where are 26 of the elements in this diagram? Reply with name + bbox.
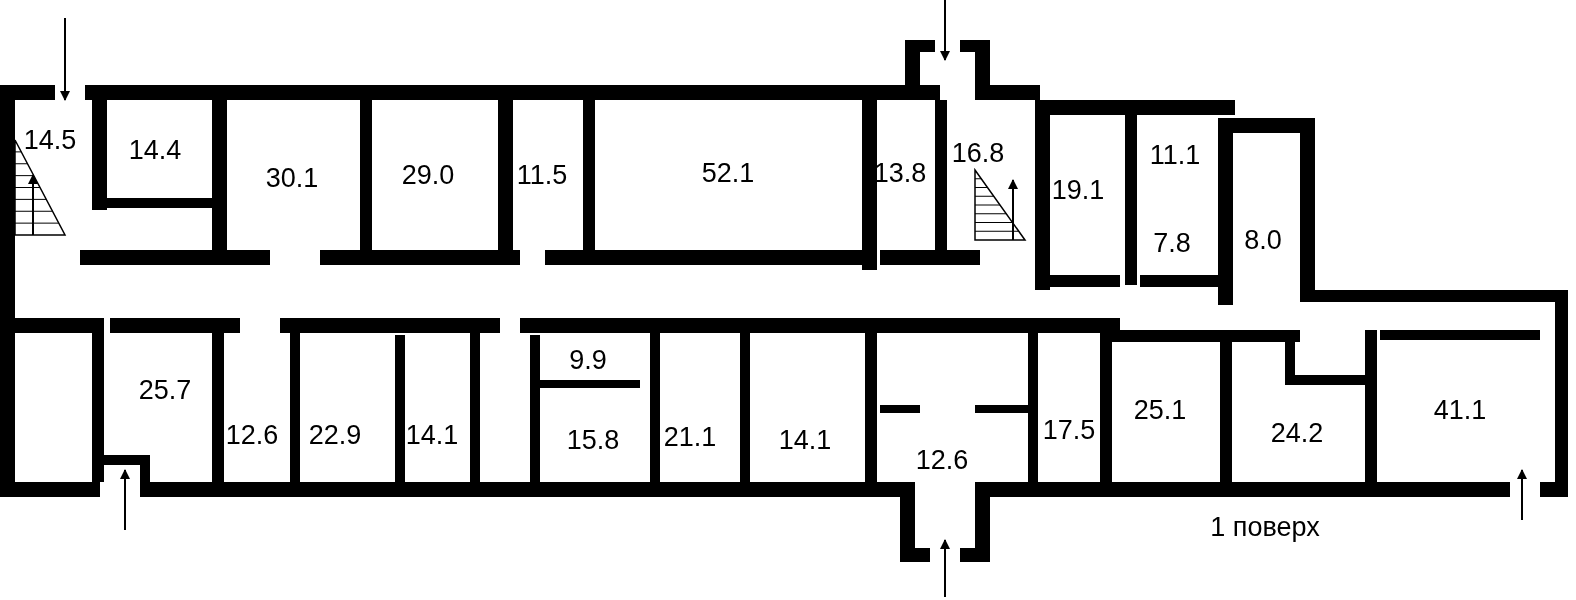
room-area-label: 9.9 [569, 346, 607, 374]
room-area-label: 25.7 [138, 376, 192, 404]
room-area-label: 15.8 [566, 426, 620, 454]
room-area-label: 24.2 [1270, 419, 1324, 447]
room-area-label: 14.1 [778, 426, 832, 454]
room-area-label: 7.8 [1153, 229, 1191, 257]
room-area-label: 19.1 [1051, 176, 1105, 204]
room-area-label: 13.8 [873, 159, 927, 187]
room-area-label: 11.1 [1149, 141, 1201, 169]
floor-label: 1 поверх [1210, 513, 1320, 541]
room-area-label: 8.0 [1244, 226, 1282, 254]
room-area-label: 52.1 [701, 159, 755, 187]
room-area-label: 12.6 [225, 421, 279, 449]
room-area-label: 41.1 [1433, 396, 1487, 424]
room-area-label: 16.8 [951, 139, 1005, 167]
room-area-label: 12.6 [915, 446, 969, 474]
room-area-label: 22.9 [308, 421, 362, 449]
room-area-label: 17.5 [1042, 416, 1096, 444]
room-area-label: 25.1 [1133, 396, 1187, 424]
room-area-label: 30.1 [265, 164, 319, 192]
room-area-label: 21.1 [663, 423, 717, 451]
room-area-label: 11.5 [516, 161, 568, 189]
room-area-label: 14.5 [23, 126, 77, 154]
room-area-label: 14.4 [128, 136, 182, 164]
room-area-label: 14.1 [405, 421, 459, 449]
room-area-label: 29.0 [401, 161, 455, 189]
